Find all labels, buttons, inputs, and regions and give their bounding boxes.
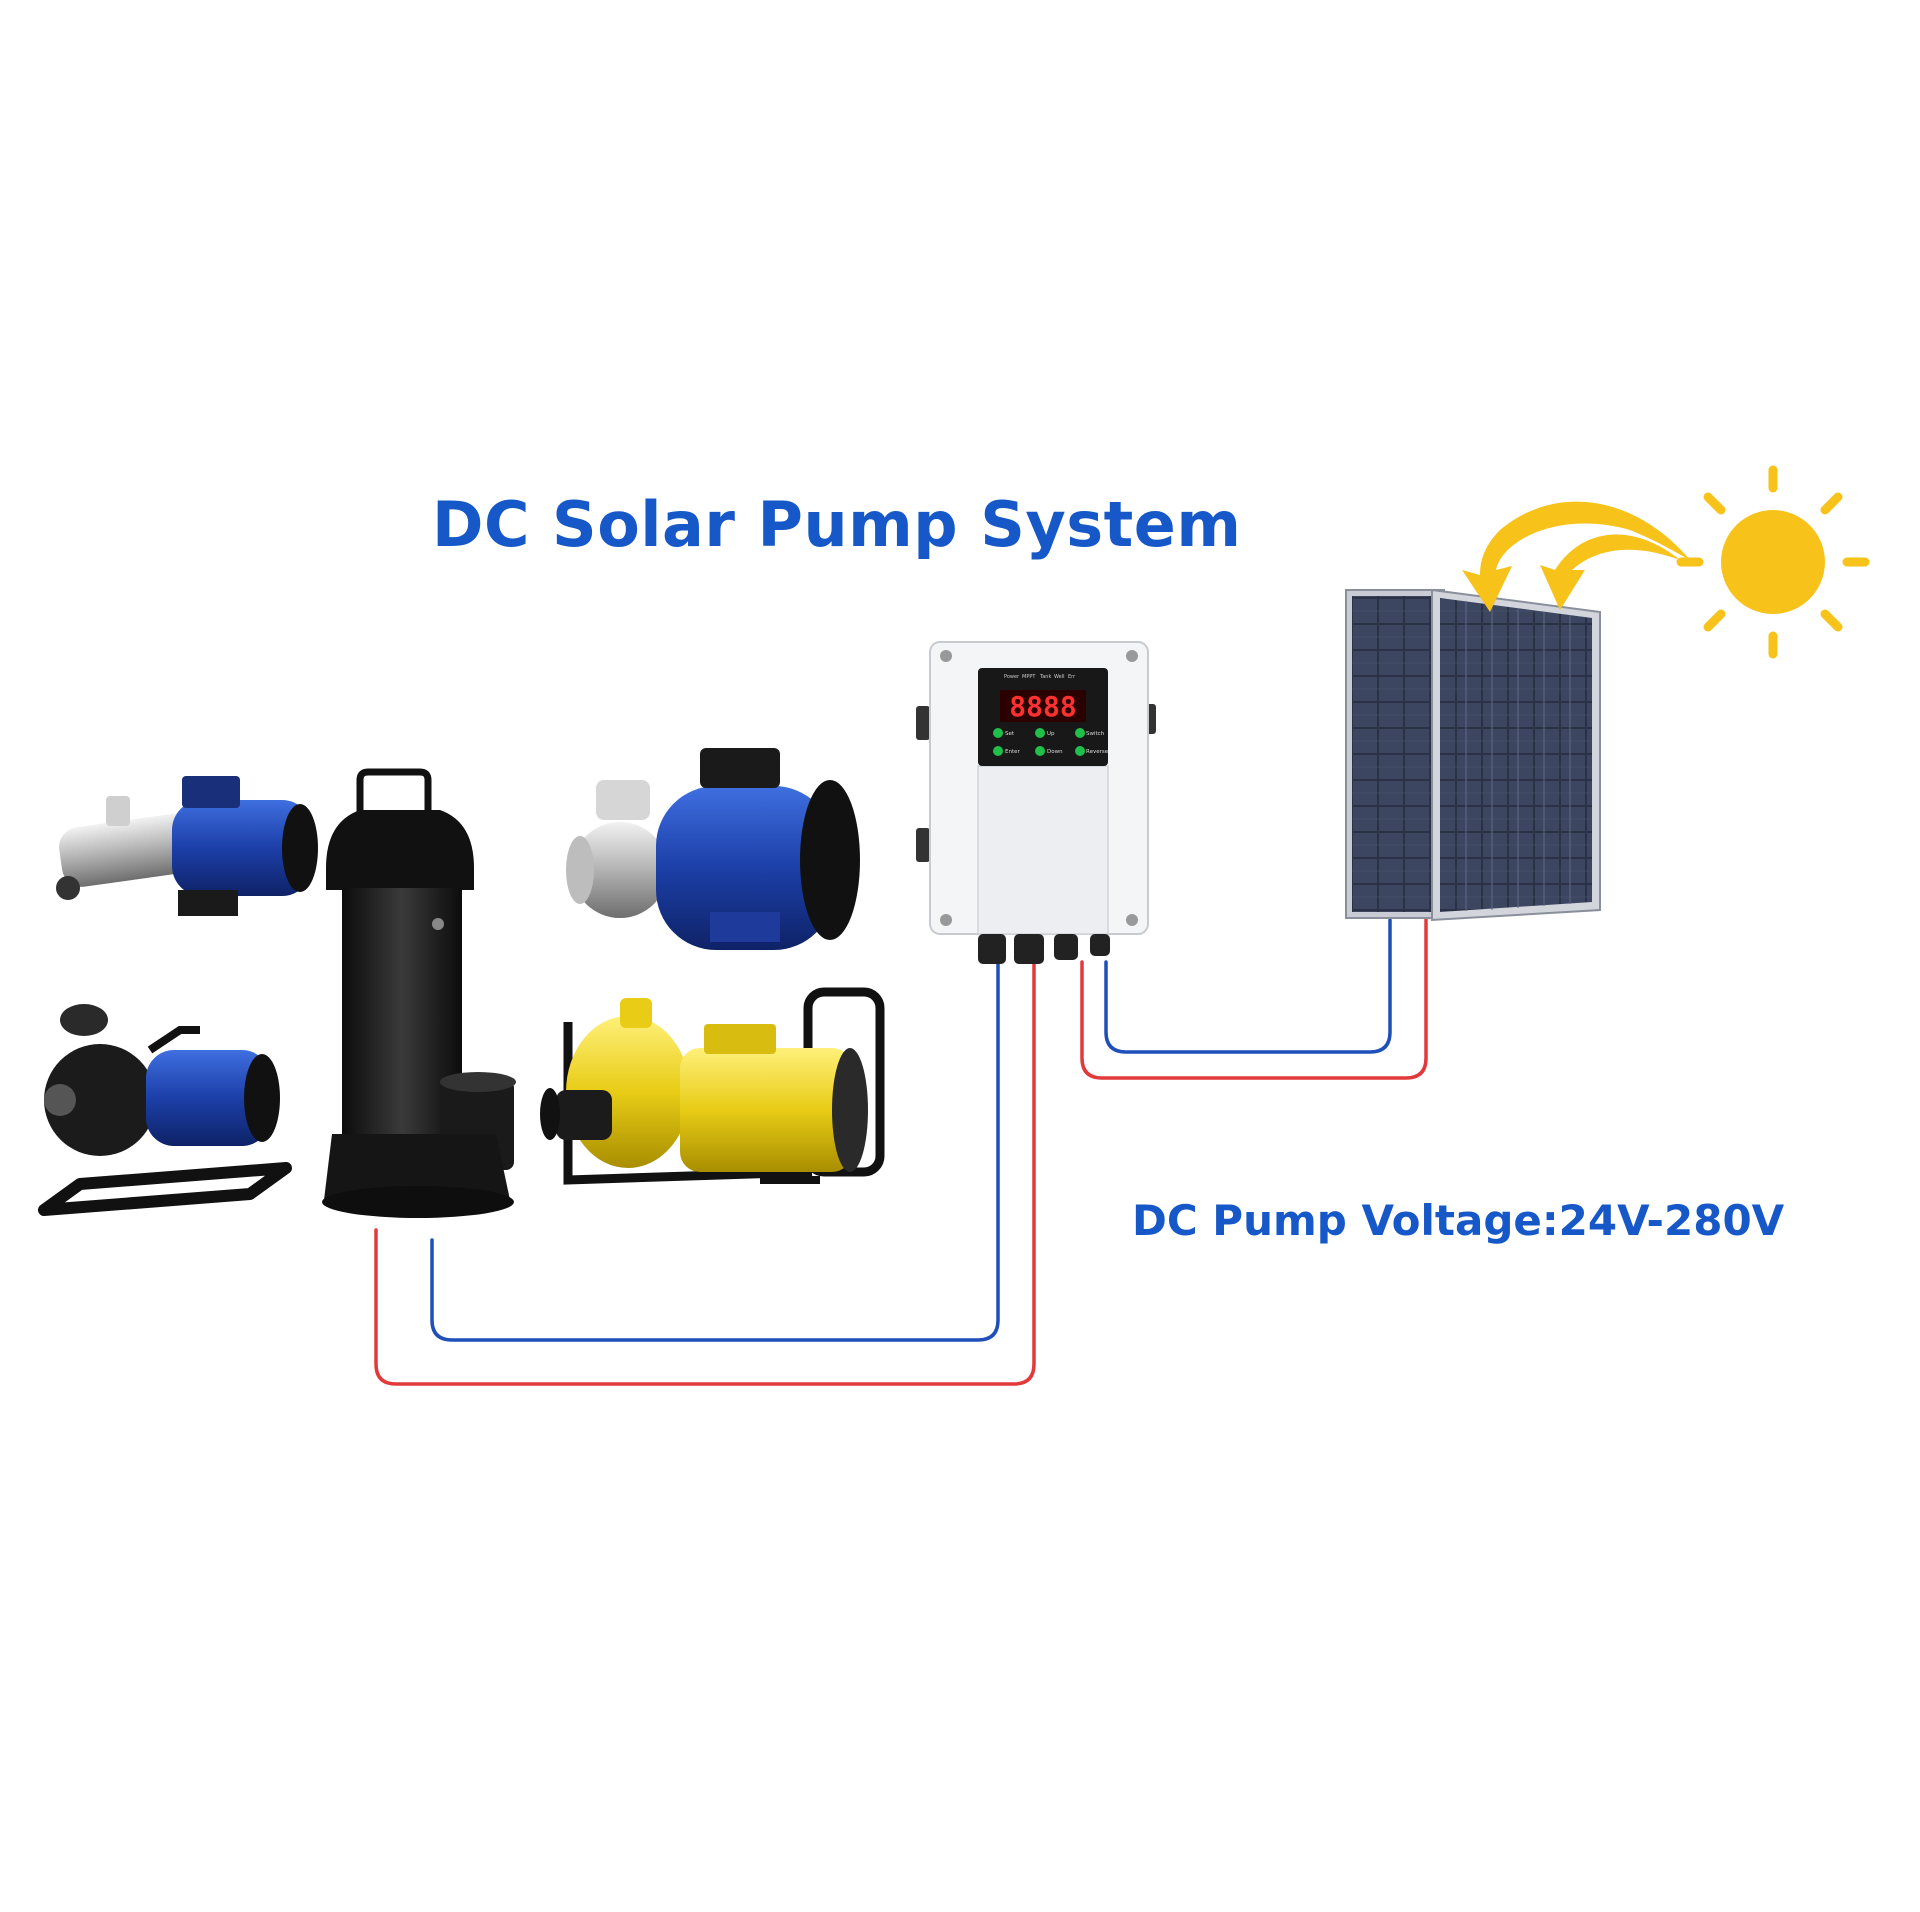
pump-icon [38, 1004, 292, 1216]
pump-icon [322, 768, 516, 1218]
pump-icon [566, 748, 860, 950]
button-label-set: Set [1005, 731, 1015, 737]
panel-wire-negative [1104, 918, 1392, 1054]
sun-icon [1676, 465, 1870, 659]
button-label-switch: Switch [1086, 731, 1105, 737]
pump-wire-negative [430, 960, 1000, 1342]
indicator-err: Err [1068, 674, 1076, 680]
button-label-up: Up [1047, 731, 1055, 737]
indicator-mppt: MPPT [1022, 674, 1036, 680]
button-label-reverse: Reverse [1086, 749, 1109, 755]
controller-icon: 8888 Set Up Switch Enter Down Reverse Po… [916, 641, 1156, 964]
indicator-well: Well [1054, 674, 1065, 680]
indicator-tank: Tank [1039, 674, 1051, 680]
pump-wire-positive [374, 960, 1036, 1386]
indicator-power: Power [1004, 674, 1020, 680]
solar-panel-icon [1345, 588, 1601, 922]
panel-wire-positive [1080, 918, 1428, 1080]
button-label-enter: Enter [1005, 749, 1021, 755]
controller-display: 8888 [1009, 690, 1076, 723]
sunlight-arrows-icon [1462, 501, 1690, 612]
pump-icon [540, 987, 885, 1185]
pump-icon [56, 776, 318, 916]
voltage-label: DC Pump Voltage:24V-280V [1132, 1196, 1785, 1245]
wiring [374, 918, 1428, 1386]
diagram-title: DC Solar Pump System [432, 488, 1242, 561]
button-label-down: Down [1047, 749, 1063, 755]
